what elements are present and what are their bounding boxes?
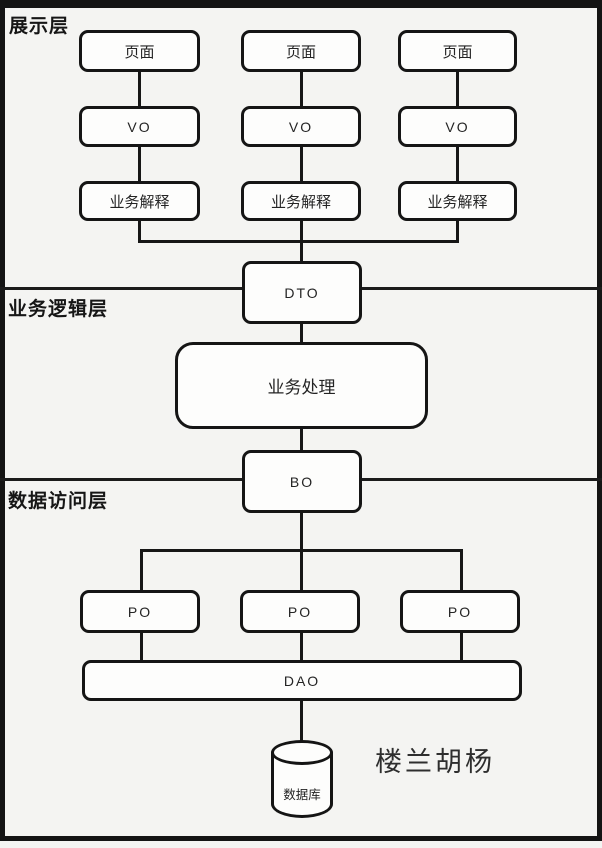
database-cylinder-top-icon [271, 740, 333, 765]
node-interpret-2: 业务解释 [241, 181, 361, 221]
node-page-1: 页面 [79, 30, 200, 72]
connector-bus-po2 [300, 549, 303, 590]
node-vo-2: VO [241, 106, 361, 147]
watermark-text: 楼兰胡杨 [375, 747, 495, 777]
node-interpret-1: 业务解释 [79, 181, 200, 221]
node-database-label: 数据库 [283, 788, 321, 802]
connector-page3-vo3 [456, 72, 459, 106]
node-po-3: PO [400, 590, 520, 633]
connector-po2-dao [300, 633, 303, 660]
connector-page1-vo1 [138, 72, 141, 106]
connector-bus-po1 [140, 549, 143, 590]
connector-dto-process [300, 324, 303, 342]
connector-po1-dao [140, 633, 143, 660]
connector-vo2-interpret2 [300, 147, 303, 181]
connector-bo-bus [300, 513, 303, 549]
connector-process-bo [300, 429, 303, 450]
node-bo: BO [242, 450, 362, 513]
connector-po3-dao [460, 633, 463, 660]
node-interpret-3: 业务解释 [398, 181, 517, 221]
node-vo-1: VO [79, 106, 200, 147]
connector-dao-database [300, 701, 303, 742]
node-po-1: PO [80, 590, 200, 633]
bus-presentation [138, 240, 459, 243]
connector-bus-dto [300, 243, 303, 261]
connector-bus-po3 [460, 549, 463, 590]
layer-label-data: 数据访问层 [8, 491, 109, 512]
connector-interpret2-bus [300, 221, 303, 243]
connector-vo1-interpret1 [138, 147, 141, 181]
connector-interpret1-bus [138, 221, 141, 243]
node-dao: DAO [82, 660, 522, 701]
connector-vo3-interpret3 [456, 147, 459, 181]
node-dto: DTO [242, 261, 362, 324]
node-process: 业务处理 [175, 342, 428, 429]
layer-label-presentation: 展示层 [9, 16, 70, 37]
node-po-2: PO [240, 590, 360, 633]
connector-page2-vo2 [300, 72, 303, 106]
connector-interpret3-bus [456, 221, 459, 243]
node-vo-3: VO [398, 106, 517, 147]
layer-label-business: 业务逻辑层 [8, 299, 109, 320]
node-page-2: 页面 [241, 30, 361, 72]
node-page-3: 页面 [398, 30, 517, 72]
